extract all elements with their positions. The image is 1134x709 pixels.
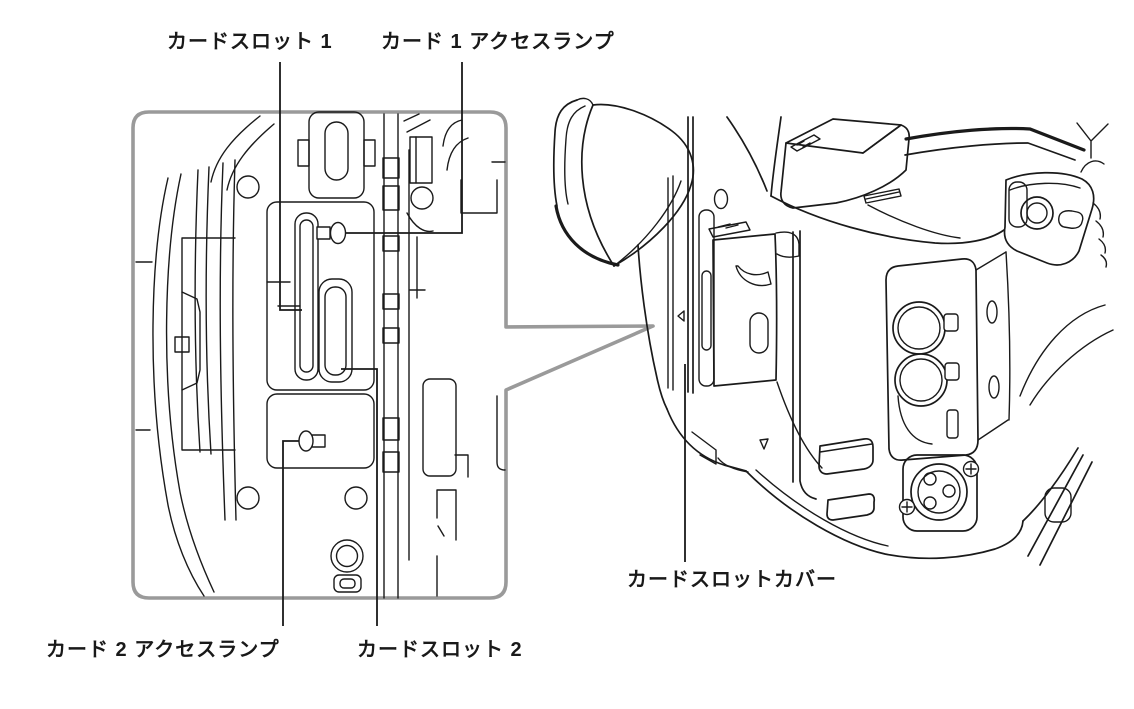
card-slot-detail-drawing	[135, 111, 506, 599]
strap-curve	[1019, 304, 1114, 406]
card-slot-cover-shape	[637, 116, 715, 410]
label-card-slot-1: カードスロット 1	[167, 31, 333, 53]
grip-ridges	[1092, 202, 1108, 268]
battery-door	[712, 233, 778, 450]
panel-screw	[898, 460, 980, 516]
camcorder-drawing	[552, 97, 1114, 566]
label-card-1-access-lamp: カード 1 アクセスランプ	[381, 31, 615, 53]
xlr-connector	[898, 454, 980, 532]
leader-line-card-slot-2	[341, 368, 378, 626]
top-plate	[308, 111, 365, 199]
leader-line-card-slot-1	[279, 62, 302, 311]
leader-line-card-1-access-lamp	[346, 62, 463, 234]
card-2-access-lamp-shape	[298, 430, 326, 452]
viewfinder-eyecup	[552, 97, 695, 267]
card-1-access-lamp-shape	[316, 221, 347, 245]
slot-panel-lower	[266, 393, 375, 469]
label-card-slot-cover: カードスロットカバー	[627, 569, 837, 591]
audio-input-cap-2	[894, 353, 948, 407]
leader-line-card-2-access-lamp	[282, 440, 299, 626]
audio-input-cap-1	[892, 301, 946, 355]
bottom-hull	[666, 408, 1093, 566]
latch-bars	[818, 437, 876, 521]
rear-connector-panel	[885, 258, 979, 461]
label-card-2-access-lamp: カード 2 アクセスランプ	[46, 639, 280, 661]
callout-box	[131, 110, 655, 600]
label-card-slot-2: カードスロット 2	[357, 639, 523, 661]
slot-panel-upper	[266, 201, 375, 391]
card-slot-1-shape	[294, 212, 319, 381]
card-slot-2-shape	[318, 278, 353, 383]
handle-hinge-plate	[1003, 171, 1095, 266]
